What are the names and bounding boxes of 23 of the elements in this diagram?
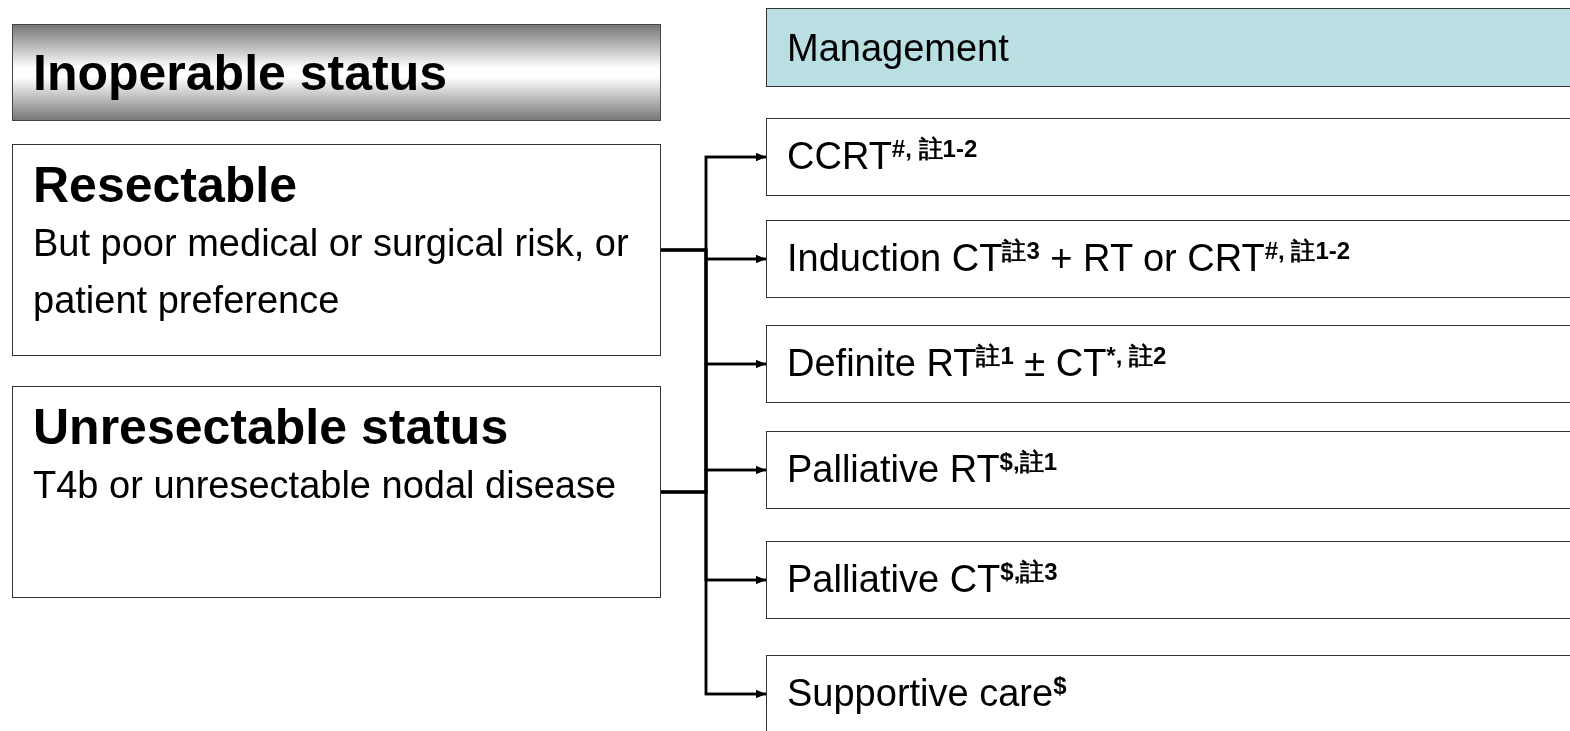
status-box <box>12 144 661 356</box>
option-text: Definite RT$^{註1}$ ± CT$^{*, 註2}$ <box>787 342 1167 384</box>
title-text: Inoperable status <box>33 47 447 98</box>
option-box <box>766 220 1570 298</box>
header-text: Management <box>787 28 1009 67</box>
option-box <box>766 431 1570 509</box>
option-box <box>766 325 1570 403</box>
header-box <box>766 8 1570 87</box>
option-box <box>766 541 1570 619</box>
status-heading: Resectable <box>33 157 299 215</box>
connector-arrow <box>661 490 766 698</box>
option-box <box>766 655 1570 731</box>
status-description: T4b or unresectable nodal disease <box>33 462 618 508</box>
option-text: Palliative RT$^{$,註1}$ <box>787 448 1057 490</box>
status-box <box>12 386 661 598</box>
title-box <box>12 24 661 121</box>
option-text: Palliative CT$^{$,註3}$ <box>787 558 1058 600</box>
option-text: Supportive care$^{$}$ <box>787 672 1067 714</box>
option-text: CCRT$^{#, 註1-2}$ <box>787 135 978 177</box>
option-text: Induction CT$^{註3}$ + RT or CRT$^{#, 註1-2}$ <box>787 237 1351 279</box>
option-box <box>766 118 1570 196</box>
status-heading: Unresectable status <box>33 399 510 457</box>
status-description: But poor medical or surgical risk, or patient preference <box>33 220 630 323</box>
